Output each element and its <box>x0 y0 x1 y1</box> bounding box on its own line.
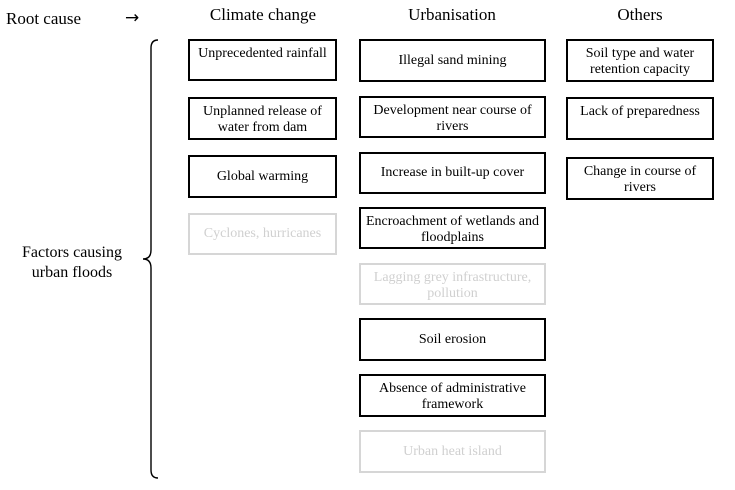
arrow-right-icon: → <box>125 8 140 28</box>
factor-text: Urban heat island <box>403 443 502 459</box>
factor-box-change-course-rivers: Change in course of rivers <box>566 157 714 200</box>
factor-text: Unplanned release of water from dam <box>203 104 322 135</box>
factor-text: Increase in built-up cover <box>380 165 525 180</box>
factor-box-unprecedented-rainfall: Unprecedented rainfall <box>188 39 337 81</box>
column-heading-others: Others <box>617 5 663 24</box>
factor-text: Global warming <box>216 168 309 184</box>
factor-text: Soil type and water retention capacity <box>585 46 695 77</box>
factor-text: Change in course of rivers <box>583 164 697 195</box>
factor-box-global-warming: Global warming <box>188 155 337 198</box>
factor-box-built-up-cover: Increase in built-up cover <box>359 152 546 194</box>
factor-text: Lack of preparedness <box>580 104 700 119</box>
factor-box-soil-erosion: Soil erosion <box>359 318 546 361</box>
column-heading-urbanisation: Urbanisation <box>408 5 496 24</box>
column-heading-climate-change: Climate change <box>209 5 317 24</box>
root-cause-label: Root cause <box>6 9 82 28</box>
factor-text: Illegal sand mining <box>398 52 507 68</box>
factor-box-development-near-rivers: Development near course of rivers <box>359 96 546 138</box>
factor-box-lack-of-preparedness: Lack of preparedness <box>566 97 714 140</box>
side-label-factors: Factors causing urban floods <box>22 244 122 281</box>
factor-text: Cyclones, hurricanes <box>203 226 322 241</box>
factor-text: Absence of administrative framework <box>379 381 526 412</box>
factor-text: Soil erosion <box>418 331 487 347</box>
factor-box-illegal-sand-mining: Illegal sand mining <box>359 39 546 82</box>
factor-text: Lagging grey infrastructure, pollution <box>373 270 532 301</box>
factor-text: Development near course of rivers <box>373 103 532 134</box>
factor-box-absence-admin-framework: Absence of administrative framework <box>359 374 546 417</box>
factor-box-lagging-grey-infrastructure: Lagging grey infrastructure, pollution <box>359 263 546 305</box>
factor-box-urban-heat-island: Urban heat island <box>359 430 546 473</box>
factor-text: Unprecedented rainfall <box>198 46 327 61</box>
factor-box-encroachment-wetlands: Encroachment of wetlands and floodplains <box>359 207 546 249</box>
curly-brace <box>142 39 159 479</box>
factor-box-unplanned-dam-release: Unplanned release of water from dam <box>188 97 337 140</box>
factor-box-soil-type-water-retention: Soil type and water retention capacity <box>566 39 714 82</box>
factor-box-cyclones-hurricanes: Cyclones, hurricanes <box>188 213 337 255</box>
factor-text: Encroachment of wetlands and floodplains <box>366 214 539 245</box>
